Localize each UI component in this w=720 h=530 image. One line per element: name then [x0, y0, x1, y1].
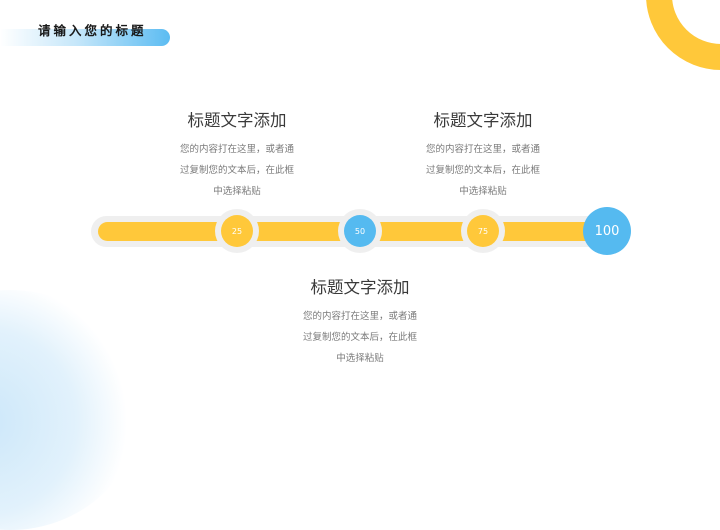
block-title: 标题文字添加 — [187, 111, 287, 130]
text-block-3: 标题文字添加 您的内容打在这里，或者通 过复制您的文本后，在此框 中选择粘贴 — [270, 274, 450, 369]
page-title: 请输入您的标题 — [38, 23, 147, 38]
decorative-blue-blob — [0, 290, 140, 530]
block-line: 中选择粘贴 — [336, 353, 384, 364]
block-line: 您的内容打在这里，或者通 — [302, 311, 417, 322]
block-line: 您的内容打在这里，或者通 — [179, 144, 294, 155]
progress-marker-25: 25 — [221, 215, 253, 247]
decorative-ring — [646, 0, 720, 70]
block-title: 标题文字添加 — [433, 111, 533, 130]
block-line: 过复制您的文本后，在此框 — [302, 332, 417, 343]
progress-marker-50: 50 — [344, 215, 376, 247]
block-line: 过复制您的文本后，在此框 — [425, 165, 540, 176]
text-block-1: 标题文字添加 您的内容打在这里，或者通 过复制您的文本后，在此框 中选择粘贴 — [147, 107, 327, 202]
block-line: 过复制您的文本后，在此框 — [179, 165, 294, 176]
title-accent-bar — [0, 29, 170, 46]
text-block-2: 标题文字添加 您的内容打在这里，或者通 过复制您的文本后，在此框 中选择粘贴 — [393, 107, 573, 202]
block-line: 中选择粘贴 — [213, 186, 261, 197]
progress-marker-100: 100 — [583, 207, 631, 255]
progress-marker-75: 75 — [467, 215, 499, 247]
block-line: 您的内容打在这里，或者通 — [425, 144, 540, 155]
block-title: 标题文字添加 — [310, 278, 410, 297]
block-line: 中选择粘贴 — [459, 186, 507, 197]
